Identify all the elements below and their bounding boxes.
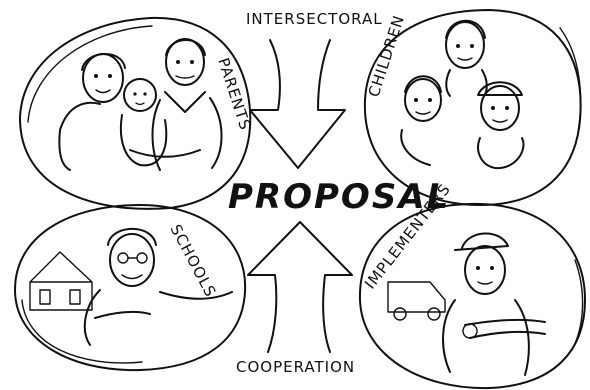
oval-implementers [358, 202, 586, 390]
label-cooperation: COOPERATION [236, 358, 355, 376]
oval-schools [14, 204, 247, 372]
schools-illustration [29, 227, 233, 346]
children-illustration [400, 19, 525, 170]
oval-children [363, 9, 582, 206]
parents-illustration [58, 38, 223, 171]
label-schools: SCHOOLS [166, 221, 219, 300]
oval-parents [19, 16, 252, 210]
label-proposal: PROPOSAL [228, 177, 450, 217]
implementers-illustration [387, 232, 546, 376]
label-intersectoral: INTERSECTORAL [246, 10, 383, 28]
arrow-up [247, 221, 353, 353]
arrow-down [249, 39, 346, 169]
